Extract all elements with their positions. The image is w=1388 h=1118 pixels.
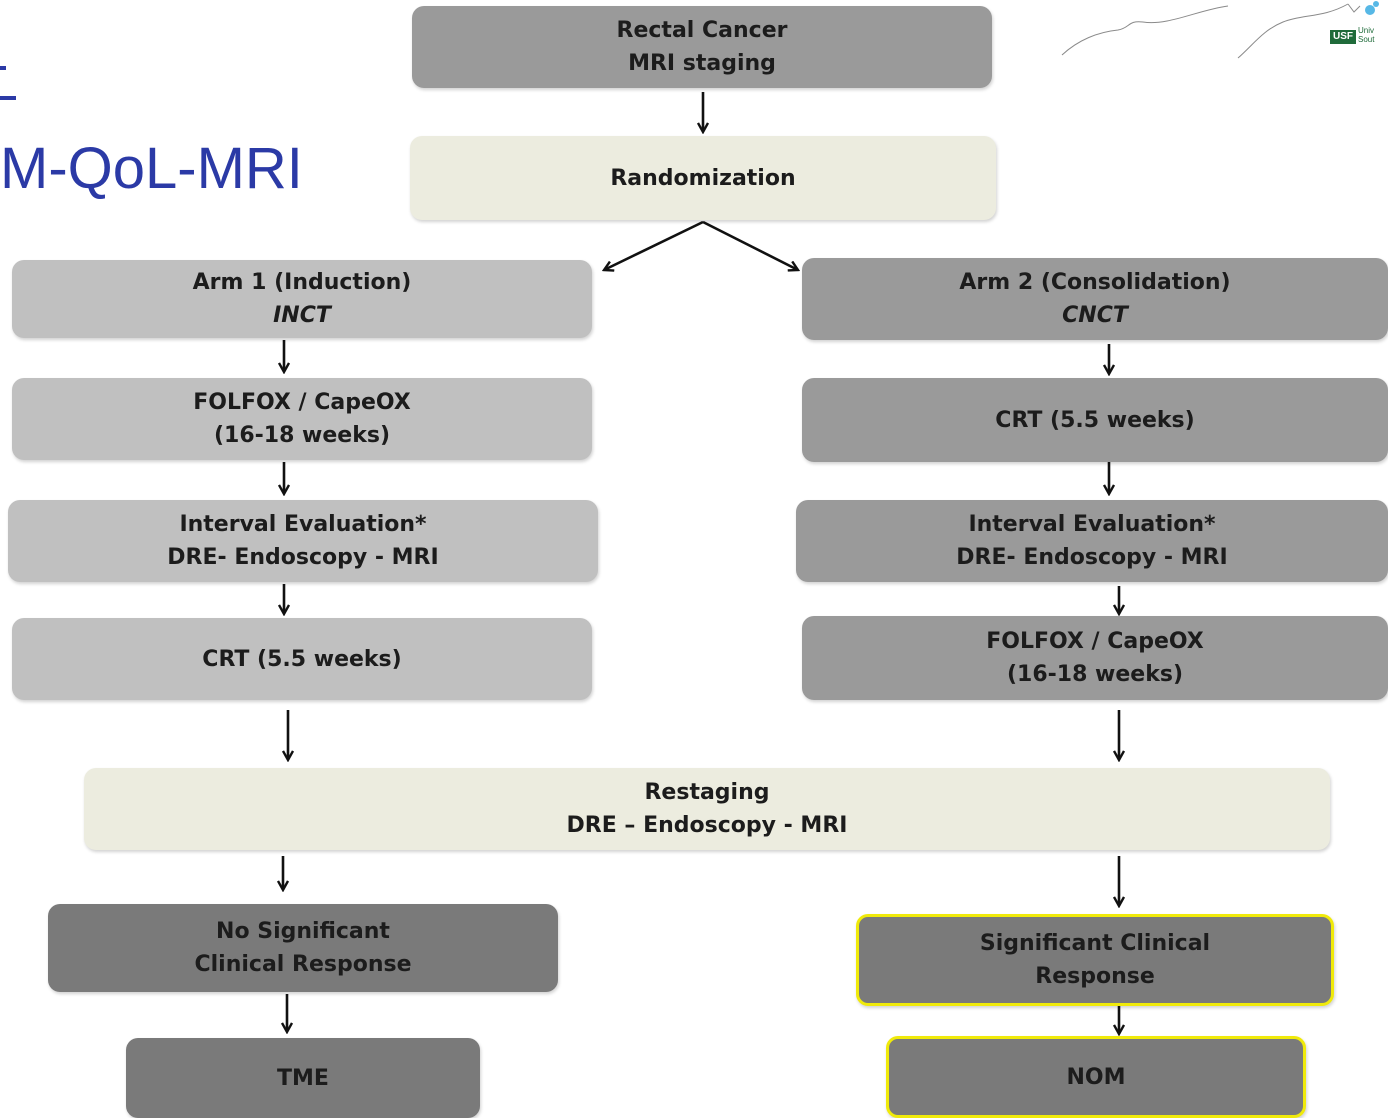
no-response-line1: No Significant: [216, 919, 390, 944]
arm2-consolidation-box: Arm 2 (Consolidation) CNCT: [802, 258, 1388, 340]
map-outline-icon: [1061, 1, 1379, 59]
arrow-randomization-to-arm1: [604, 220, 704, 270]
logo-map-graphic: [1048, 0, 1388, 62]
arm1-header-line1: Arm 1 (Induction): [192, 270, 412, 295]
arm2-step3-line2: (16-18 weeks): [1006, 662, 1184, 687]
restaging-box: Restaging DRE – Endoscopy - MRI: [84, 768, 1330, 850]
arm2-step1-line1: CRT (5.5 weeks): [995, 407, 1195, 433]
arm2-crt-box: CRT (5.5 weeks): [802, 378, 1388, 462]
usf-logo-mark: USF: [1330, 30, 1356, 44]
response-line1: Significant Clinical: [979, 931, 1211, 956]
title-fragment-mark: [0, 96, 16, 100]
restaging-line2: DRE – Endoscopy - MRI: [566, 813, 848, 838]
rectal-cancer-mri-staging-box: Rectal Cancer MRI staging: [412, 6, 992, 88]
no-response-line2: Clinical Response: [194, 952, 412, 977]
response-line2: Response: [1035, 964, 1155, 989]
arm2-folfox-capeox-box: FOLFOX / CapeOX (16-18 weeks): [802, 616, 1388, 700]
arrow-randomization-to-arm2: [702, 220, 798, 270]
arm2-step2-line1: Interval Evaluation*: [968, 512, 1216, 537]
arm1-crt-box: CRT (5.5 weeks): [12, 618, 592, 700]
arm2-interval-evaluation-box: Interval Evaluation* DRE- Endoscopy - MR…: [796, 500, 1388, 582]
nom-box: NOM: [886, 1036, 1306, 1118]
usf-logo-text: Univ Sout: [1358, 26, 1374, 44]
arm2-step2-line2: DRE- Endoscopy - MRI: [956, 545, 1228, 570]
usf-logo-text-line2: Sout: [1358, 35, 1375, 44]
arm1-step3-line1: CRT (5.5 weeks): [202, 646, 402, 672]
tme-box: TME: [126, 1038, 480, 1118]
staging-line2: MRI staging: [628, 51, 776, 76]
arm1-induction-box: Arm 1 (Induction) INCT: [12, 260, 592, 338]
arm2-header-line1: Arm 2 (Consolidation): [959, 270, 1231, 295]
arm1-step2-line1: Interval Evaluation*: [179, 512, 427, 537]
staging-line1: Rectal Cancer: [616, 18, 788, 43]
significant-response-box: Significant Clinical Response: [856, 914, 1334, 1006]
arm1-folfox-capeox-box: FOLFOX / CapeOX (16-18 weeks): [12, 378, 592, 460]
randomization-label: Randomization: [610, 165, 796, 191]
title-fragment-mark-top: [0, 66, 6, 70]
restaging-line1: Restaging: [644, 780, 770, 805]
tme-label: TME: [277, 1065, 329, 1091]
randomization-box: Randomization: [410, 136, 996, 220]
arm1-step1-line1: FOLFOX / CapeOX: [193, 390, 411, 415]
arm1-step1-line2: (16-18 weeks): [213, 423, 391, 448]
slide-title-fragment: M-QoL-MRI: [0, 136, 303, 201]
arm1-step2-line2: DRE- Endoscopy - MRI: [167, 545, 439, 570]
arm1-header-line2: INCT: [273, 303, 331, 328]
nom-label: NOM: [1066, 1064, 1126, 1090]
usf-logo-text-line1: Univ: [1358, 26, 1375, 35]
arm2-header-line2: CNCT: [1062, 303, 1128, 328]
arm1-interval-evaluation-box: Interval Evaluation* DRE- Endoscopy - MR…: [8, 500, 598, 582]
no-significant-response-box: No Significant Clinical Response: [48, 904, 558, 992]
arm2-step3-line1: FOLFOX / CapeOX: [986, 629, 1204, 654]
